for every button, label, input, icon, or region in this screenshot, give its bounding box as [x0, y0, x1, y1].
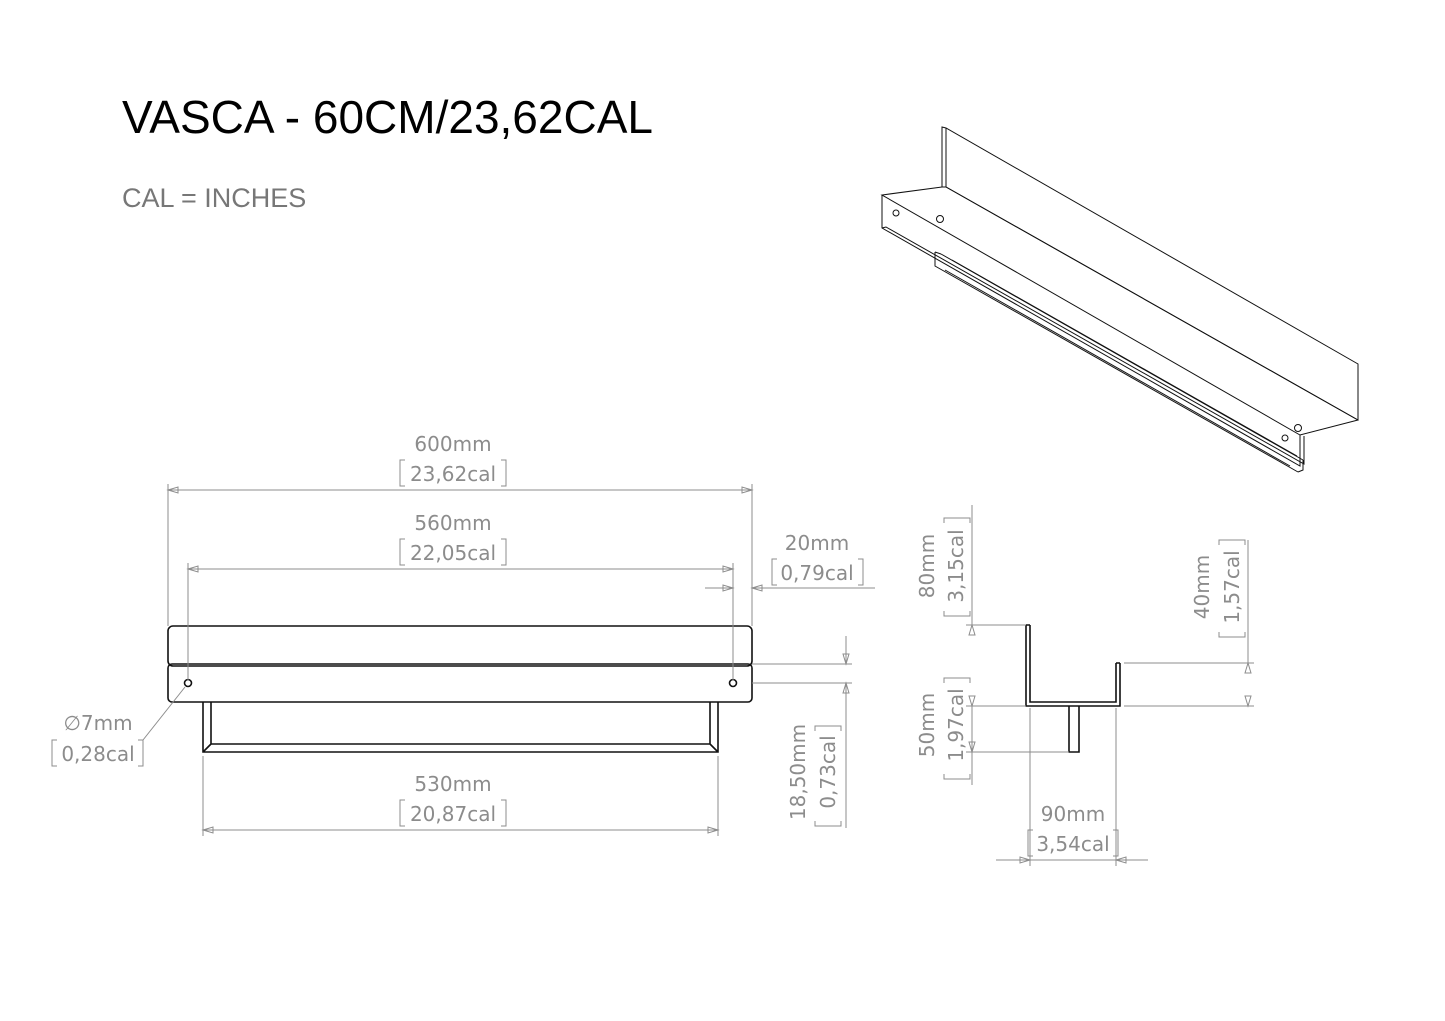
dim-80-mm: 80mm: [915, 534, 939, 598]
side-profile: [1025, 624, 1121, 707]
iso-bar-detail: [944, 259, 1298, 467]
front-lip: [167, 663, 753, 703]
dim-20-mm: 20mm: [785, 531, 849, 555]
dim-back-height: 80mm 3,15cal: [915, 505, 1026, 785]
dim-bar-drop: 50mm 1,97cal: [915, 677, 1069, 780]
drawing-title: VASCA - 60CM/23,62CAL: [122, 91, 653, 143]
dim-530-in: 20,87cal: [410, 802, 496, 826]
front-back-panel: [167, 625, 753, 667]
iso-screw-left: [936, 215, 944, 223]
dim-560-mm: 560mm: [414, 511, 491, 535]
iso-front-lip: [881, 195, 1305, 467]
front-towel-bar: [202, 702, 719, 753]
dim-diameter-in: 0,28cal: [61, 742, 134, 766]
dim-hole-height: 18,50mm 0,73cal: [752, 636, 852, 828]
dim-50-mm: 50mm: [915, 693, 939, 757]
dim-600-mm: 600mm: [414, 432, 491, 456]
dim-hole-diameter: ∅7mm 0,28cal: [51, 686, 186, 767]
dim-90-mm: 90mm: [1041, 802, 1105, 826]
dim-80-in: 3,15cal: [944, 529, 968, 602]
dim-50-in: 1,97cal: [944, 688, 968, 761]
dim-depth: 90mm 3,54cal: [996, 708, 1148, 866]
iso-hole-left: [892, 209, 900, 217]
isometric-view: [880, 126, 1359, 473]
dim-530-mm: 530mm: [414, 772, 491, 796]
front-hole-right: [728, 678, 738, 688]
front-hole-left: [183, 678, 193, 688]
dim-edge-offset: 20mm 0,79cal: [705, 531, 875, 626]
dim-40-mm: 40mm: [1190, 555, 1214, 619]
iso-back-fold: [941, 127, 947, 187]
side-towel-bar: [1068, 706, 1080, 753]
dim-front-height: 40mm 1,57cal: [1124, 539, 1254, 708]
dim-18-mm: 18,50mm: [786, 724, 810, 820]
unit-note: CAL = INCHES: [122, 183, 307, 213]
side-view: [1025, 624, 1121, 753]
dim-600-in: 23,62cal: [410, 462, 496, 486]
iso-back-panel: [941, 126, 1359, 421]
iso-screw-right: [1294, 424, 1302, 432]
dim-hole-spacing: 560mm 22,05cal: [186, 511, 735, 680]
dim-20-in: 0,79cal: [780, 561, 853, 585]
iso-hole-right: [1281, 434, 1289, 442]
dim-90-in: 3,54cal: [1036, 832, 1109, 856]
front-view: [167, 625, 753, 753]
dim-40-in: 1,57cal: [1220, 550, 1244, 623]
dim-18-in: 0,73cal: [816, 735, 840, 808]
iso-bottom-shelf: [880, 186, 1359, 436]
dim-bar-length: 530mm 20,87cal: [201, 756, 720, 836]
dim-diameter-mm: ∅7mm: [63, 711, 132, 735]
dim-560-in: 22,05cal: [410, 541, 496, 565]
